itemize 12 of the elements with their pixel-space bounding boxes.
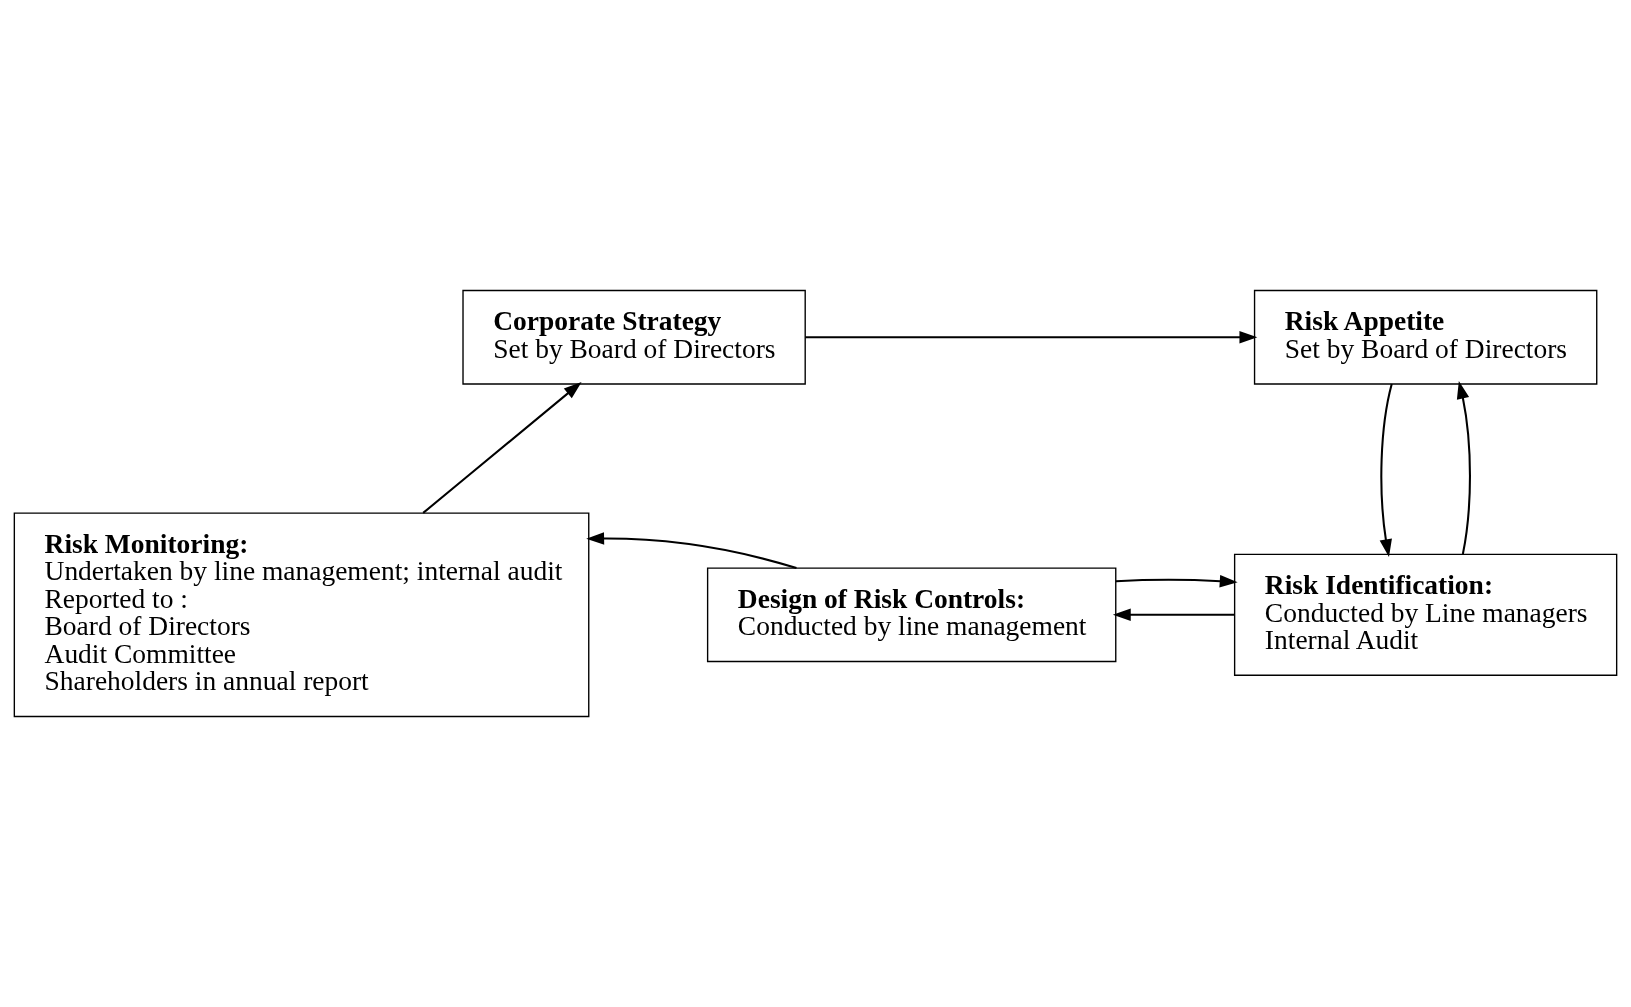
arrow bbox=[1456, 380, 1471, 555]
arrow bbox=[805, 330, 1258, 344]
arrow bbox=[1379, 383, 1393, 558]
node-box: Corporate Strategy Set by Board of Directors bbox=[462, 289, 806, 385]
node-box: Risk Monitoring: Undertaken by line management; internal audit Reported to : Board of Directors Audit Committee Shareholders in annual report bbox=[13, 512, 590, 718]
node-box: Risk Identification: Conducted by Line managers Internal Audit bbox=[1233, 553, 1618, 676]
arrow bbox=[1112, 608, 1235, 622]
arrow bbox=[1115, 574, 1238, 588]
arrow bbox=[422, 382, 582, 514]
node-box: Risk Appetite Set by Board of Directors bbox=[1253, 289, 1598, 385]
node-box: Design of Risk Controls: Conducted by line management bbox=[706, 567, 1117, 663]
arrow bbox=[586, 532, 797, 570]
